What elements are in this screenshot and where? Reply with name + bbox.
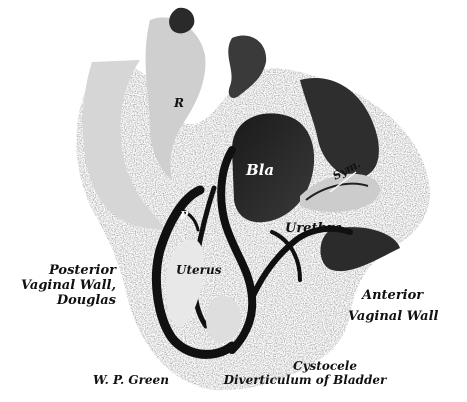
posterior-line-3: Douglas — [4, 294, 116, 309]
posterior-line-1: Posterior — [4, 264, 116, 279]
cystocele-label: Cystocele Diverticulum of Bladder — [200, 360, 410, 388]
anterior-line-1: Anterior — [348, 289, 458, 304]
bladder-label: Bla — [246, 162, 274, 179]
rectum-label: R — [174, 97, 184, 111]
cystocele-line-2: Diverticulum of Bladder — [200, 374, 410, 388]
cystocele-line-1: Cystocele — [200, 360, 410, 374]
urethra-label: Urethra — [285, 222, 342, 237]
posterior-vaginal-wall-label: Posterior Vaginal Wall, Douglas — [4, 264, 116, 309]
pouch-label: P — [180, 210, 188, 223]
anterior-line-2: Vaginal Wall — [348, 310, 458, 325]
posterior-line-2: Vaginal Wall, — [4, 279, 116, 294]
soft-tissue-mass — [76, 64, 430, 390]
author-credit: W. P. Green — [93, 374, 169, 388]
uterus-label: Uterus — [176, 264, 221, 278]
anterior-vaginal-wall-label: Anterior Vaginal Wall — [348, 289, 458, 325]
